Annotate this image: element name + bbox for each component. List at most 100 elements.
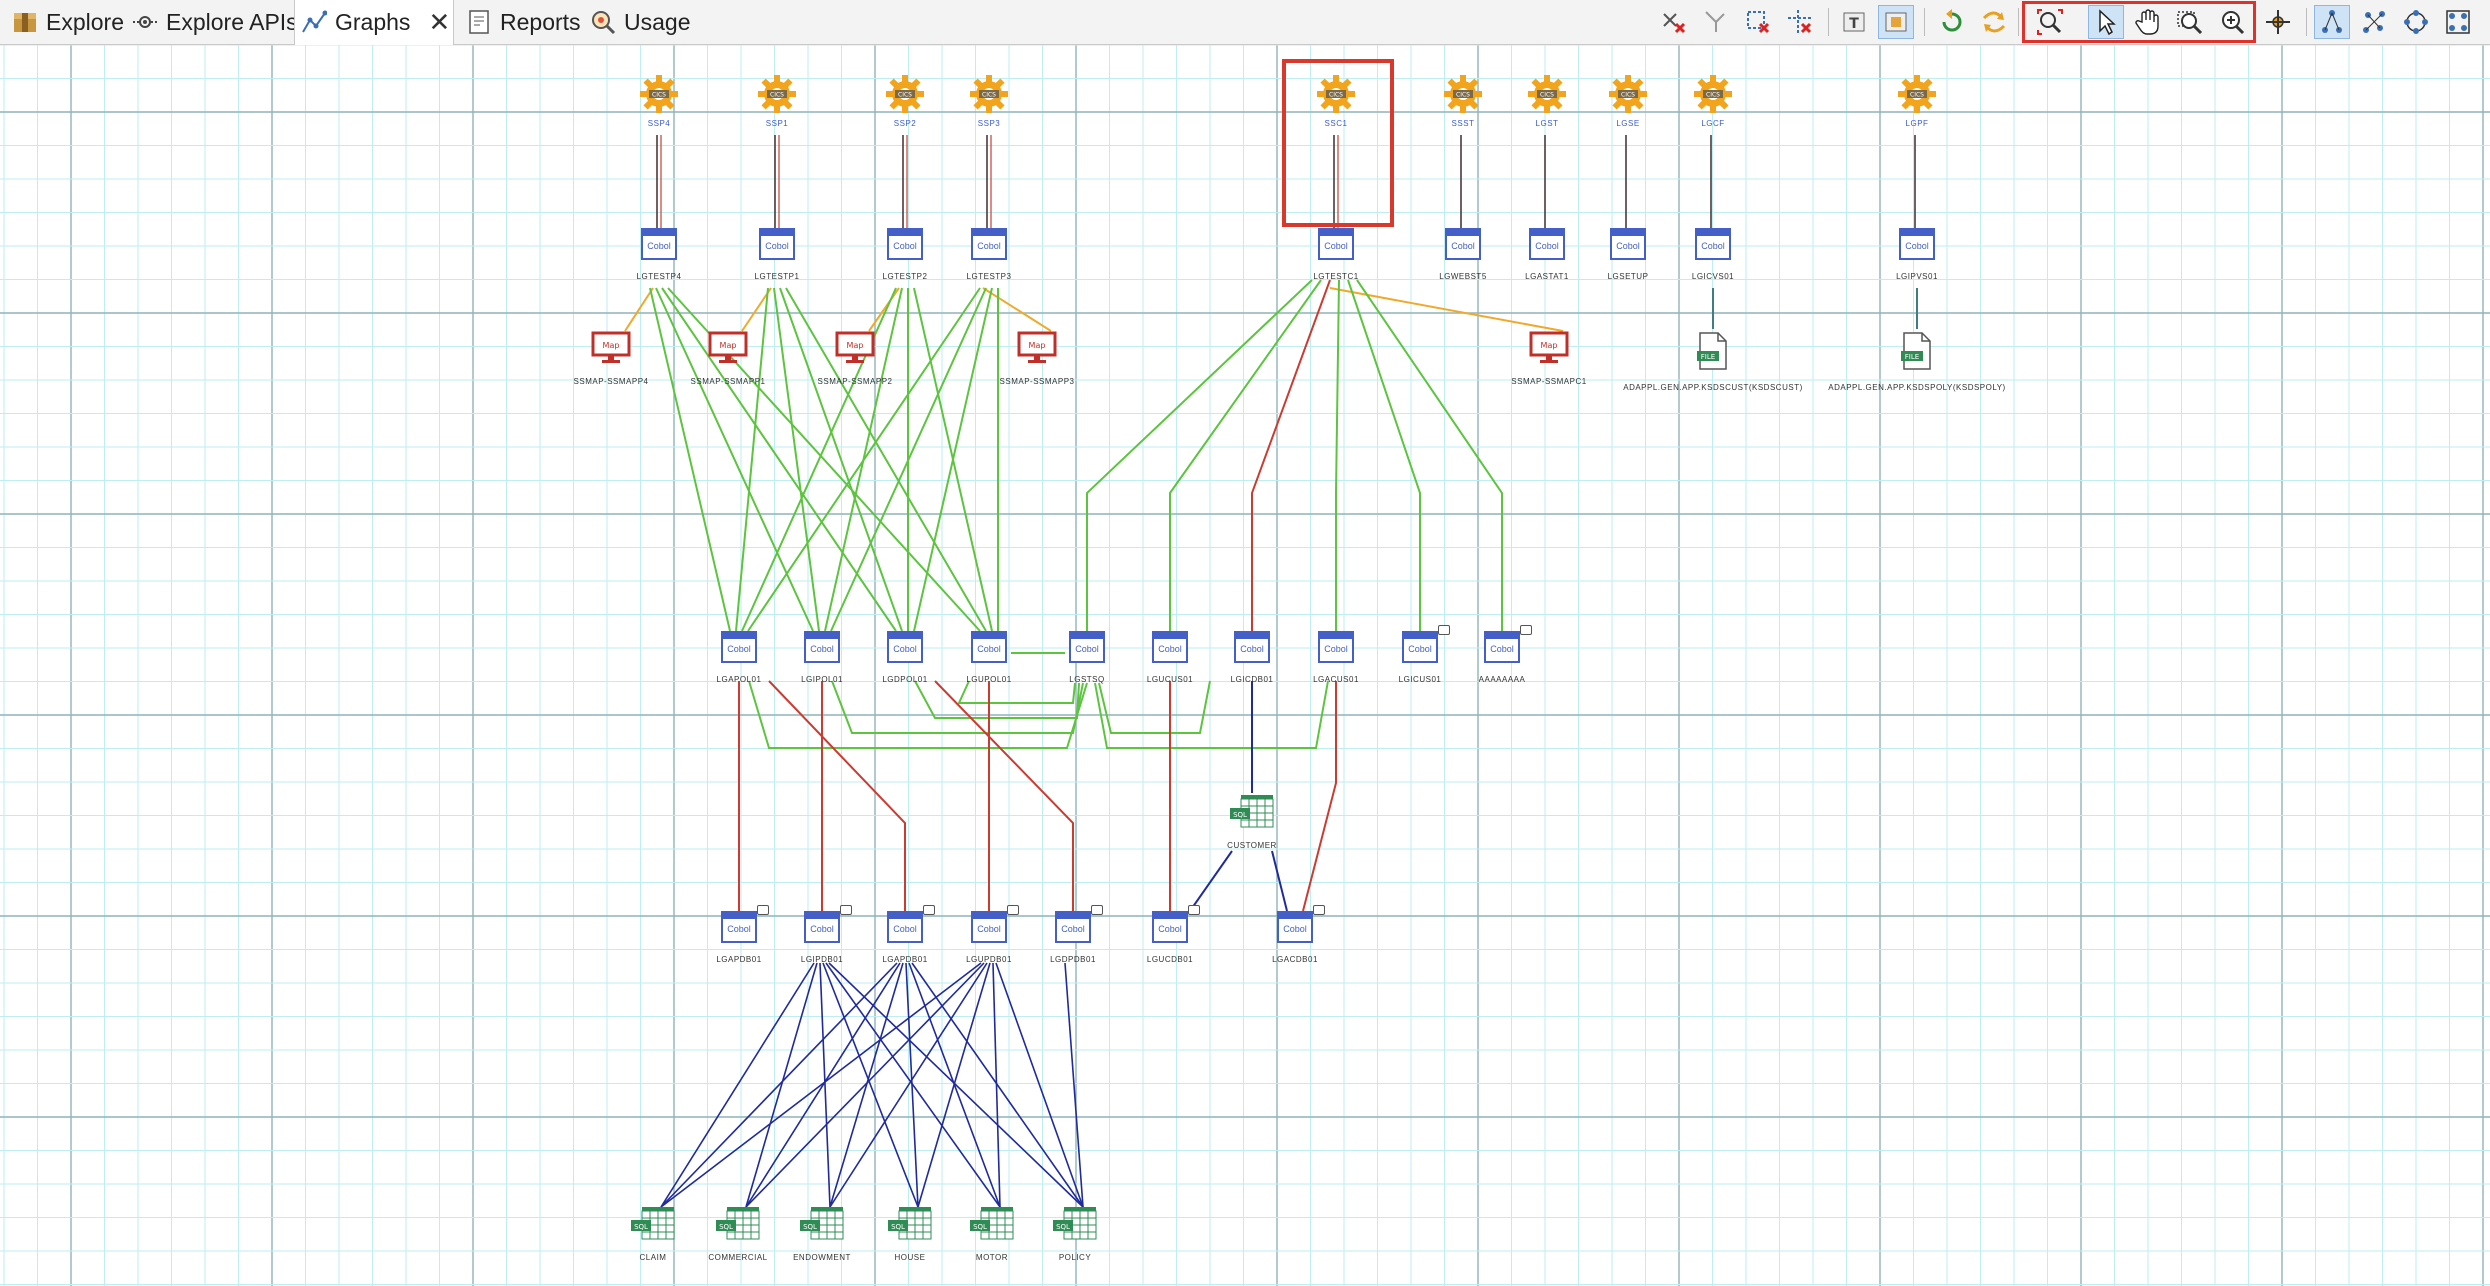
refresh-button[interactable] [1976,5,2012,39]
zoom-in-button[interactable] [2214,5,2250,39]
select-pointer-button[interactable] [2088,5,2124,39]
transaction-node[interactable]: CICS SSC1 [1306,73,1366,128]
layout-organic-button[interactable] [2356,5,2392,39]
sql-table-node[interactable]: SQL COMMERCIAL [708,1205,768,1262]
sql-table-node[interactable]: SQL POLICY [1045,1205,1105,1262]
cobol-program-icon: Cobol [887,905,935,943]
remove-node-button[interactable] [1740,5,1776,39]
close-tab-icon[interactable]: ✕ [428,7,451,37]
undo-button[interactable] [1934,5,1970,39]
sql-table-icon: SQL [887,1205,933,1241]
sql-table-node[interactable]: SQL CUSTOMER [1222,793,1282,850]
map-node[interactable]: Map SSMAP-SSMAPP3 [1000,331,1074,386]
cics-transaction-icon: CICS [968,73,1010,115]
transaction-node[interactable]: CICS LGPF [1887,73,1947,128]
tab-explore[interactable]: Explore [6,0,130,44]
transaction-node[interactable]: CICS SSP2 [875,73,935,128]
tab-usage[interactable]: Usage [584,0,696,44]
sql-table-node[interactable]: SQL MOTOR [962,1205,1022,1262]
file-node[interactable]: FILE ADAPPL.GEN.APP.KSDSCUST(KSDSCUST) [1623,331,1802,392]
bms-map-icon: Map [1529,331,1569,365]
remove-selected-button[interactable] [1656,5,1692,39]
map-node[interactable]: Map SSMAP-SSMAPC1 [1511,331,1586,386]
transaction-node[interactable]: CICS SSP4 [629,73,689,128]
svg-text:Map: Map [1541,341,1558,350]
map-node[interactable]: Map SSMAP-SSMAPP4 [574,331,648,386]
node-label: LGUCDB01 [1146,955,1194,964]
transaction-node[interactable]: CICS SSP3 [959,73,1019,128]
selected-node-highlight [1282,59,1394,227]
svg-text:T: T [1849,16,1859,32]
status-marker-icon [1188,905,1200,915]
cics-transaction-icon: CICS [756,73,798,115]
transaction-node[interactable]: CICS SSST [1433,73,1493,128]
tab-explore-apis[interactable]: Explore APIs [126,0,304,44]
file-node[interactable]: FILE ADAPPL.GEN.APP.KSDSPOLY(KSDSPOLY) [1828,331,2005,392]
node-label: LGASTAT1 [1525,272,1569,281]
pan-hand-button[interactable] [2130,5,2166,39]
zoom-region-button[interactable] [2172,5,2208,39]
call-link [934,680,1074,911]
node-label: SSMAP-SSMAPC1 [1511,377,1587,386]
node-label-button[interactable] [1878,5,1914,39]
zoom-fit-button[interactable] [2032,5,2068,39]
map-node[interactable]: Map SSMAP-SSMAPP1 [691,331,765,386]
tab-reports[interactable]: Reports [460,0,587,44]
map-node[interactable]: Map SSMAP-SSMAPP2 [818,331,892,386]
layout-hierarchical-button[interactable] [2314,5,2350,39]
cobol-program-icon: Cobol [1695,228,1731,260]
text-label-button[interactable]: T [1836,5,1872,39]
center-button[interactable] [2260,5,2296,39]
transaction-node[interactable]: CICS LGSE [1598,73,1658,128]
graph-canvas[interactable]: CICS SSP4 CICS SSP1 CICS SSP2 CICS SSP3 [0,45,2490,1286]
node-label: LGAPDB01 [716,955,762,964]
transaction-node[interactable]: CICS SSP1 [747,73,807,128]
clear-graph-button[interactable] [1782,5,1818,39]
layout-circular-button[interactable] [2398,5,2434,39]
sql-table-node[interactable]: SQL CLAIM [623,1205,683,1262]
node-label: SSC1 [1324,119,1348,128]
sql-table-node[interactable]: SQL HOUSE [880,1205,940,1262]
call-link [1347,279,1421,631]
cobol-program-icon: Cobol [641,228,677,260]
svg-text:SQL: SQL [1233,811,1247,819]
sql-link [829,962,904,1208]
tab-graphs[interactable]: Graphs ✕ [294,0,454,45]
transaction-node[interactable]: CICS LGST [1517,73,1577,128]
layout-grid-button[interactable] [2440,5,2476,39]
node-label: LGICUS01 [1398,675,1442,684]
sql-table-node[interactable]: SQL ENDOWMENT [792,1205,852,1262]
svg-text:CICS: CICS [1456,92,1470,99]
transaction-node[interactable]: CICS LGCF [1683,73,1743,128]
node-label: LGPF [1905,119,1929,128]
clear-graph-icon [1788,10,1812,34]
remove-connection-button[interactable] [1698,5,1734,39]
